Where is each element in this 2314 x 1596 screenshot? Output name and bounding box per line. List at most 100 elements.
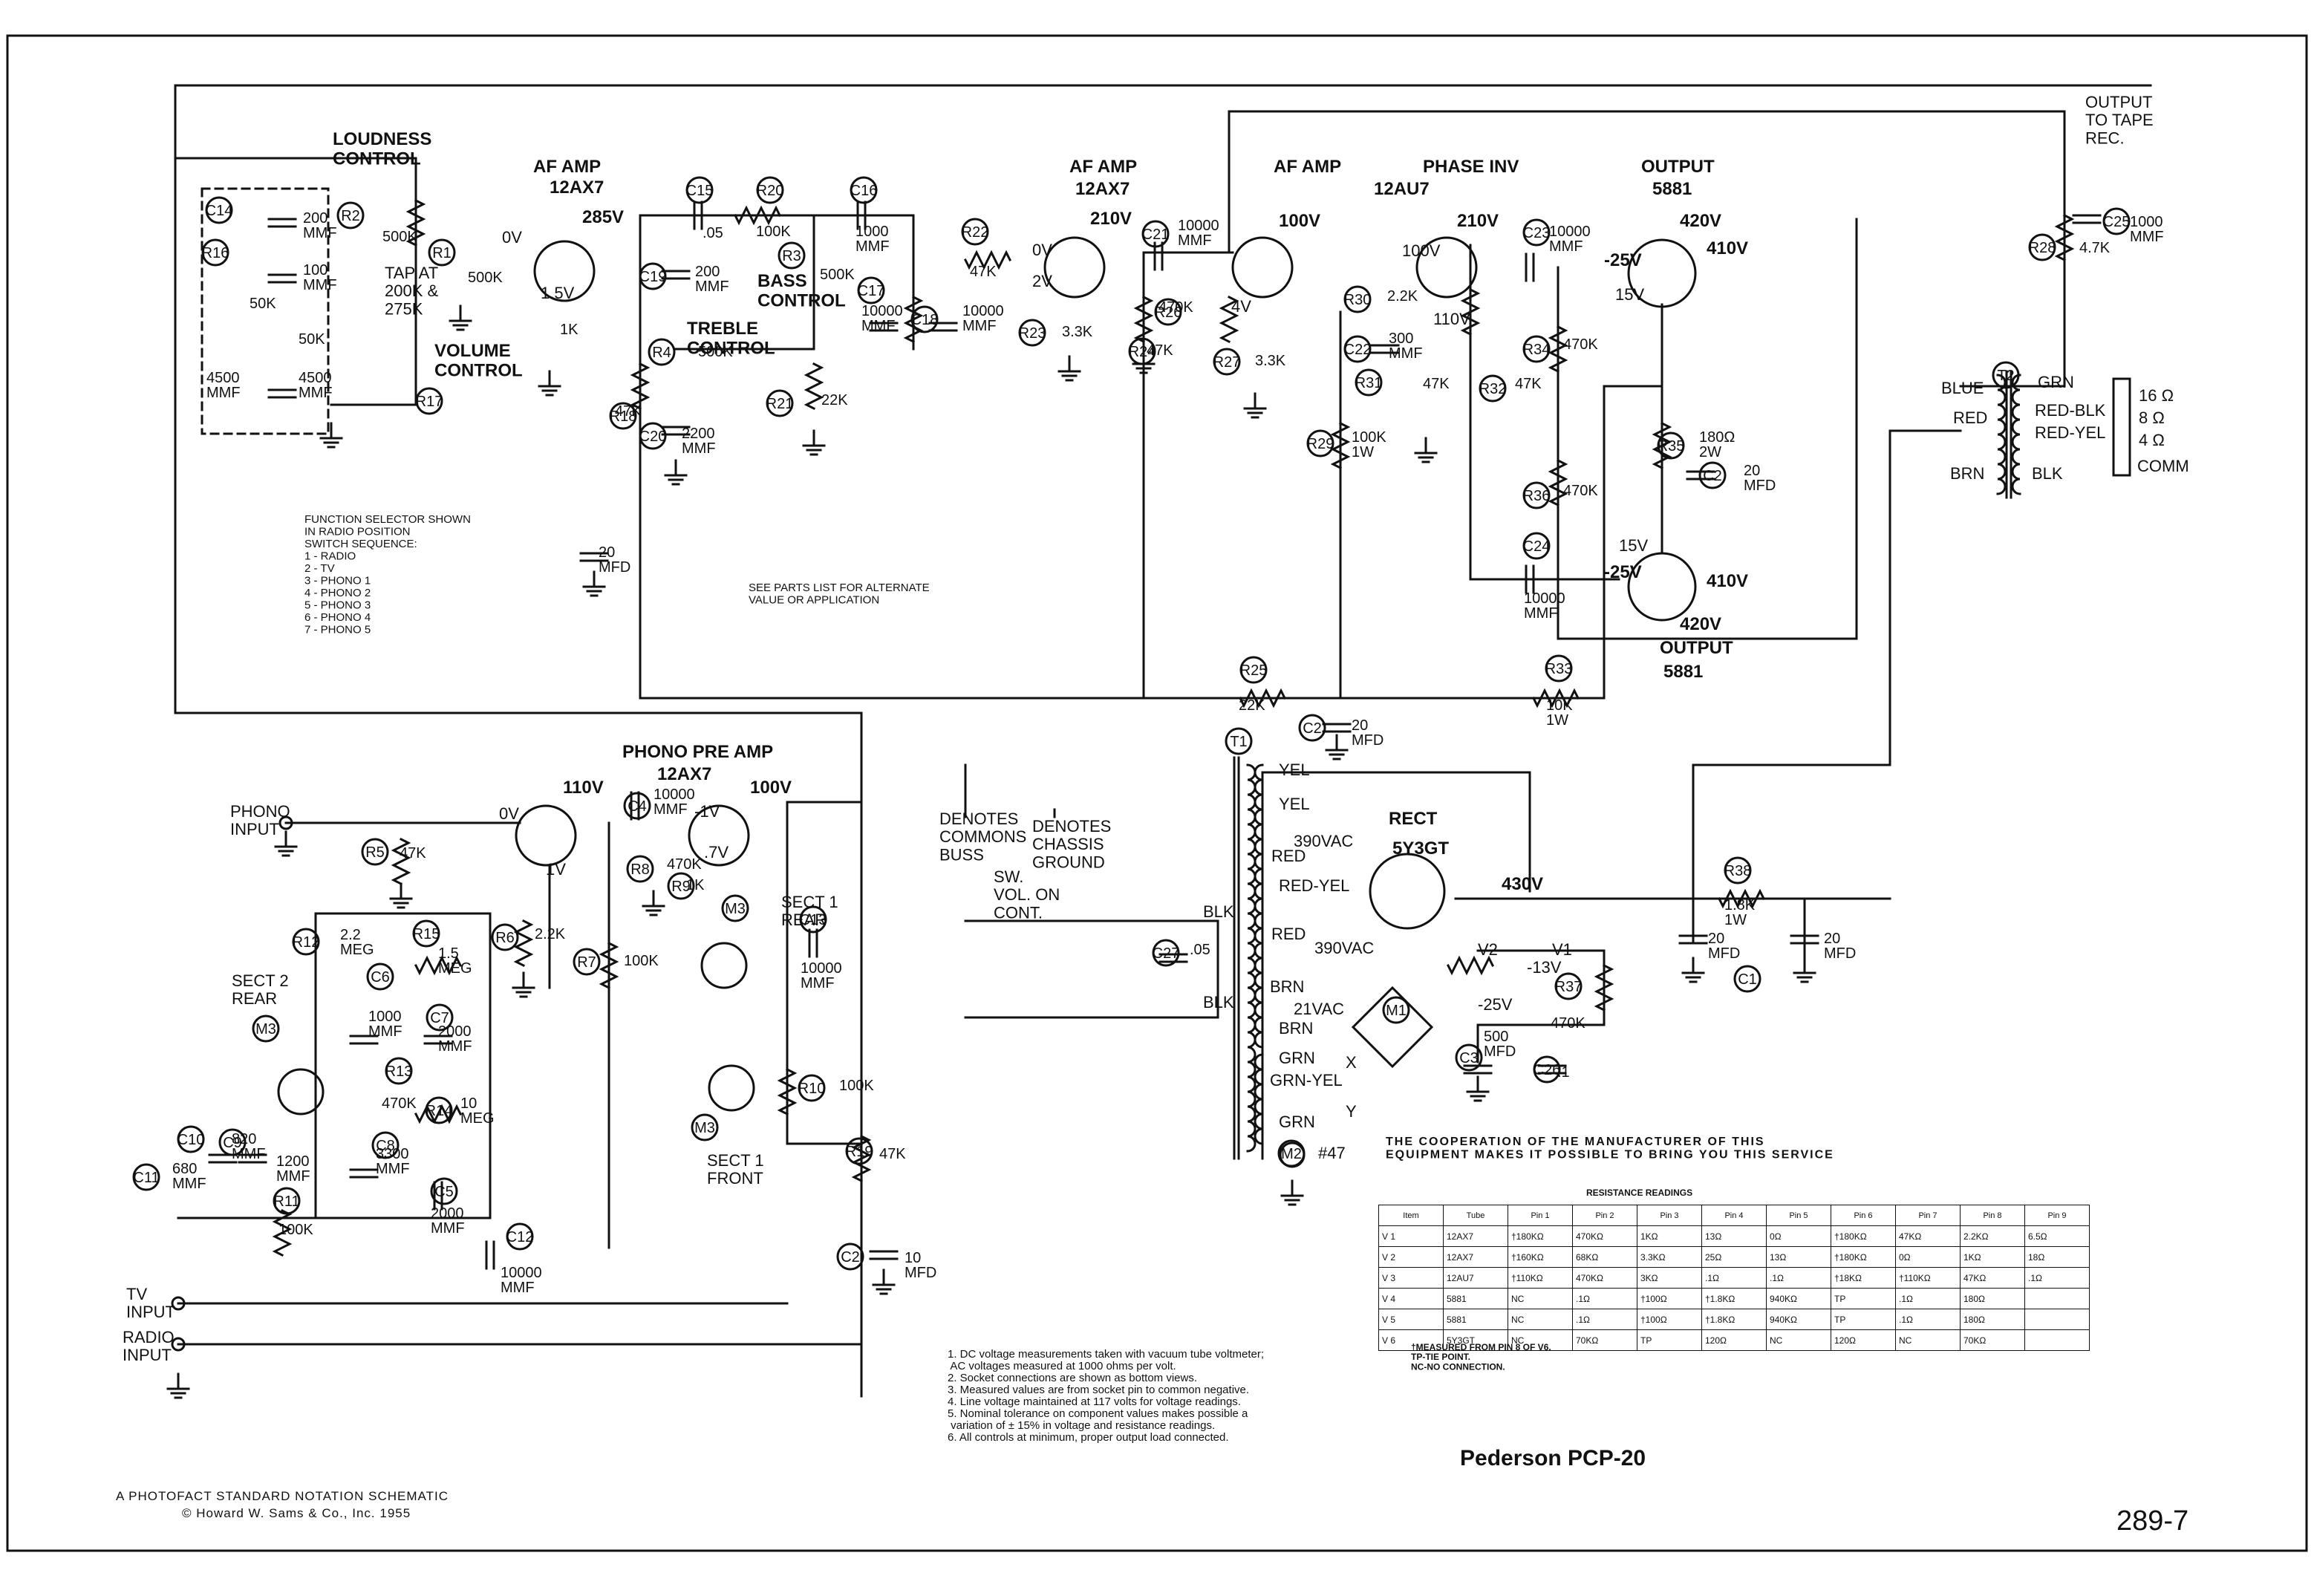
v6-func: RECT <box>1389 809 1438 829</box>
component-ref-bubble <box>623 792 651 820</box>
resistance-cell: †1.8KΩ <box>1701 1288 1767 1309</box>
speaker-tap-1: 8 Ω <box>2139 408 2165 427</box>
component-ref-bubble <box>371 1131 400 1159</box>
component-ref-bubble <box>218 1128 247 1156</box>
resistance-header-cell: Pin 6 <box>1831 1205 1896 1226</box>
resistance-header-cell: Pin 2 <box>1572 1205 1637 1226</box>
value-r20: 100K <box>756 224 791 240</box>
value-r28: 4.7K <box>2079 240 2111 256</box>
resistance-cell: †1.8KΩ <box>1701 1309 1767 1330</box>
component-ref-c25: C25 <box>2103 214 2131 230</box>
component-ref-bubble <box>1522 218 1551 247</box>
value-c15: .05 <box>703 225 723 241</box>
t1-wire-9: GRN <box>1279 1049 1315 1067</box>
component-ref-bubble <box>1522 335 1551 363</box>
t2-wire-0: GRN <box>2038 373 2074 391</box>
resistance-header-cell: Tube <box>1443 1205 1508 1226</box>
resistance-cell: V 3 <box>1378 1267 1444 1289</box>
v5-type: 5881 <box>1663 662 1703 682</box>
phono-input-jack <box>278 815 293 830</box>
value-r22: 47K <box>970 264 997 280</box>
resistor-symbol <box>391 837 411 886</box>
component-ref-r1: R1 <box>432 245 452 261</box>
resistance-cell: 1KΩ <box>1960 1246 2025 1268</box>
resistance-header-cell: Item <box>1378 1205 1444 1226</box>
resistance-cell: NC <box>1766 1329 1831 1351</box>
component-ref-m2: M2 <box>1281 1146 1302 1162</box>
component-ref-bubble <box>1213 348 1241 376</box>
value-r17: 1K <box>560 322 578 338</box>
component-ref-c16: C16 <box>850 183 878 199</box>
v1-type: 12AX7 <box>657 764 711 784</box>
component-ref-bubble <box>1343 335 1372 363</box>
radio-input-jack <box>171 1337 186 1352</box>
component-ref-bubble <box>1128 337 1156 365</box>
value-r31: 47K <box>1423 376 1450 392</box>
resistor-symbol <box>733 205 782 226</box>
component-ref-r2: R2 <box>341 208 360 224</box>
v1b-plate: 110V <box>563 778 604 798</box>
component-ref-r37: R37 <box>1555 979 1583 995</box>
component-ref-r38: R38 <box>1724 863 1752 879</box>
t2-primary-2: BRN <box>1950 464 1984 483</box>
component-ref-bubble <box>691 1113 719 1141</box>
component-ref-bubble <box>1522 532 1551 560</box>
tube-v3a: AF AMP 100V <box>1231 157 1341 299</box>
value-r36: 470K <box>1563 483 1598 499</box>
component-ref-bubble <box>1657 431 1685 460</box>
component-ref-r27: R27 <box>1213 354 1241 371</box>
value-c26: .1 <box>1557 1064 1570 1081</box>
speaker-tap-2: 4 Ω <box>2139 431 2165 449</box>
component-ref-r17: R17 <box>416 394 443 410</box>
resistance-cell: TP <box>1637 1329 1702 1351</box>
resistance-cell: 3.3KΩ <box>1637 1246 1702 1268</box>
resistance-cell: 3KΩ <box>1637 1267 1702 1289</box>
resistance-cell: 70KΩ <box>1960 1329 2025 1351</box>
value-r7: 100K <box>624 953 659 969</box>
v1-func: PHONO PRE AMP <box>622 742 773 762</box>
component-ref-c23: C23 <box>1523 225 1551 241</box>
selector-sect1front-disc <box>708 1064 755 1112</box>
resistance-cell: 70KΩ <box>1572 1329 1637 1351</box>
component-ref-m3: M3 <box>694 1120 715 1136</box>
component-ref-bubble <box>1992 361 2020 389</box>
v2b-type: 12AX7 <box>1075 179 1130 199</box>
resistance-cell: NC <box>1508 1329 1573 1351</box>
t1-wire-8: BRN <box>1279 1019 1313 1038</box>
transformer-t1 <box>1233 756 1264 1160</box>
component-ref-r26: R26 <box>1155 304 1182 321</box>
resistance-cell: 1KΩ <box>1637 1225 1702 1247</box>
resistance-cell: †110KΩ <box>1508 1267 1573 1289</box>
voltage-11: 15V <box>1619 536 1648 555</box>
component-ref-c27: C27 <box>1153 945 1180 962</box>
resistance-header-cell: Pin 7 <box>1895 1205 1961 1226</box>
component-ref-c12: C12 <box>506 1229 534 1245</box>
brand-title: Pederson PCP-20 <box>1460 1446 1646 1470</box>
resistor-symbol <box>1460 287 1481 336</box>
t1-wire-11: GRN <box>1279 1113 1315 1131</box>
resistance-cell: 5881 <box>1443 1309 1508 1330</box>
component-ref-r6: R6 <box>495 930 515 946</box>
resistance-cell: †180KΩ <box>1831 1225 1896 1247</box>
resistance-cell: .1Ω <box>1701 1267 1767 1289</box>
component-ref-c17: C17 <box>858 283 885 299</box>
resistance-cell: 18Ω <box>2024 1246 2090 1268</box>
resistor-symbol <box>777 1067 798 1116</box>
component-ref-r29: R29 <box>1307 436 1334 452</box>
